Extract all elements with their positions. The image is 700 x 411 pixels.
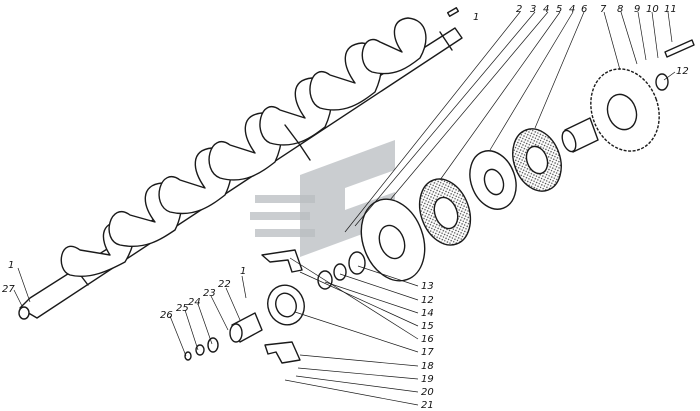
callout-1-top: 1 — [473, 12, 479, 23]
friction-disc-front — [418, 178, 472, 246]
callout-4a: 4 — [543, 4, 549, 15]
callout-12-top: 12 — [676, 66, 689, 77]
callout-27: 27 — [2, 284, 15, 295]
callout-17: 17 — [421, 347, 434, 358]
leader-lines — [13, 11, 676, 406]
callout-11: 11 — [664, 4, 677, 15]
callout-7: 7 — [600, 4, 607, 15]
sprocket — [590, 68, 660, 152]
callout-12-mid: 12 — [421, 295, 434, 306]
callout-13: 13 — [421, 281, 434, 292]
washer-12 — [655, 73, 669, 91]
callout-10: 10 — [646, 4, 659, 15]
callout-6: 6 — [581, 4, 587, 15]
callout-20: 20 — [421, 387, 434, 398]
callout-14: 14 — [421, 308, 434, 319]
callout-1-left: 1 — [8, 260, 14, 271]
bushing — [229, 312, 263, 343]
clamp-upper — [261, 249, 303, 273]
callout-24: 24 — [188, 297, 201, 308]
callout-2: 2 — [516, 4, 522, 15]
callout-15: 15 — [421, 321, 434, 332]
callout-1-mid: 1 — [240, 266, 246, 277]
auger-flights — [60, 17, 427, 277]
clamp-lower — [264, 341, 301, 364]
callout-3: 3 — [530, 4, 536, 15]
callout-23: 23 — [203, 288, 216, 299]
splined-hub — [561, 117, 599, 153]
callout-19: 19 — [421, 374, 434, 385]
callout-5: 5 — [556, 4, 562, 15]
bolt — [664, 39, 695, 58]
small-rings — [184, 251, 366, 361]
callout-22: 22 — [218, 279, 231, 290]
callout-21: 21 — [421, 400, 434, 411]
callout-8: 8 — [617, 4, 623, 15]
bearing-housing — [267, 284, 305, 326]
callout-9: 9 — [634, 4, 640, 15]
bearing-disc — [360, 198, 426, 282]
callout-25: 25 — [176, 303, 189, 314]
pressure-plate — [469, 150, 517, 210]
callout-26: 26 — [160, 310, 173, 321]
friction-disc-rear — [512, 128, 562, 192]
callout-16: 16 — [421, 334, 434, 345]
callout-18: 18 — [421, 361, 434, 372]
callout-numbers: 1 2 3 4 5 4 6 7 8 9 10 11 12 1 27 26 25 … — [2, 4, 689, 411]
callout-4b: 4 — [569, 4, 575, 15]
